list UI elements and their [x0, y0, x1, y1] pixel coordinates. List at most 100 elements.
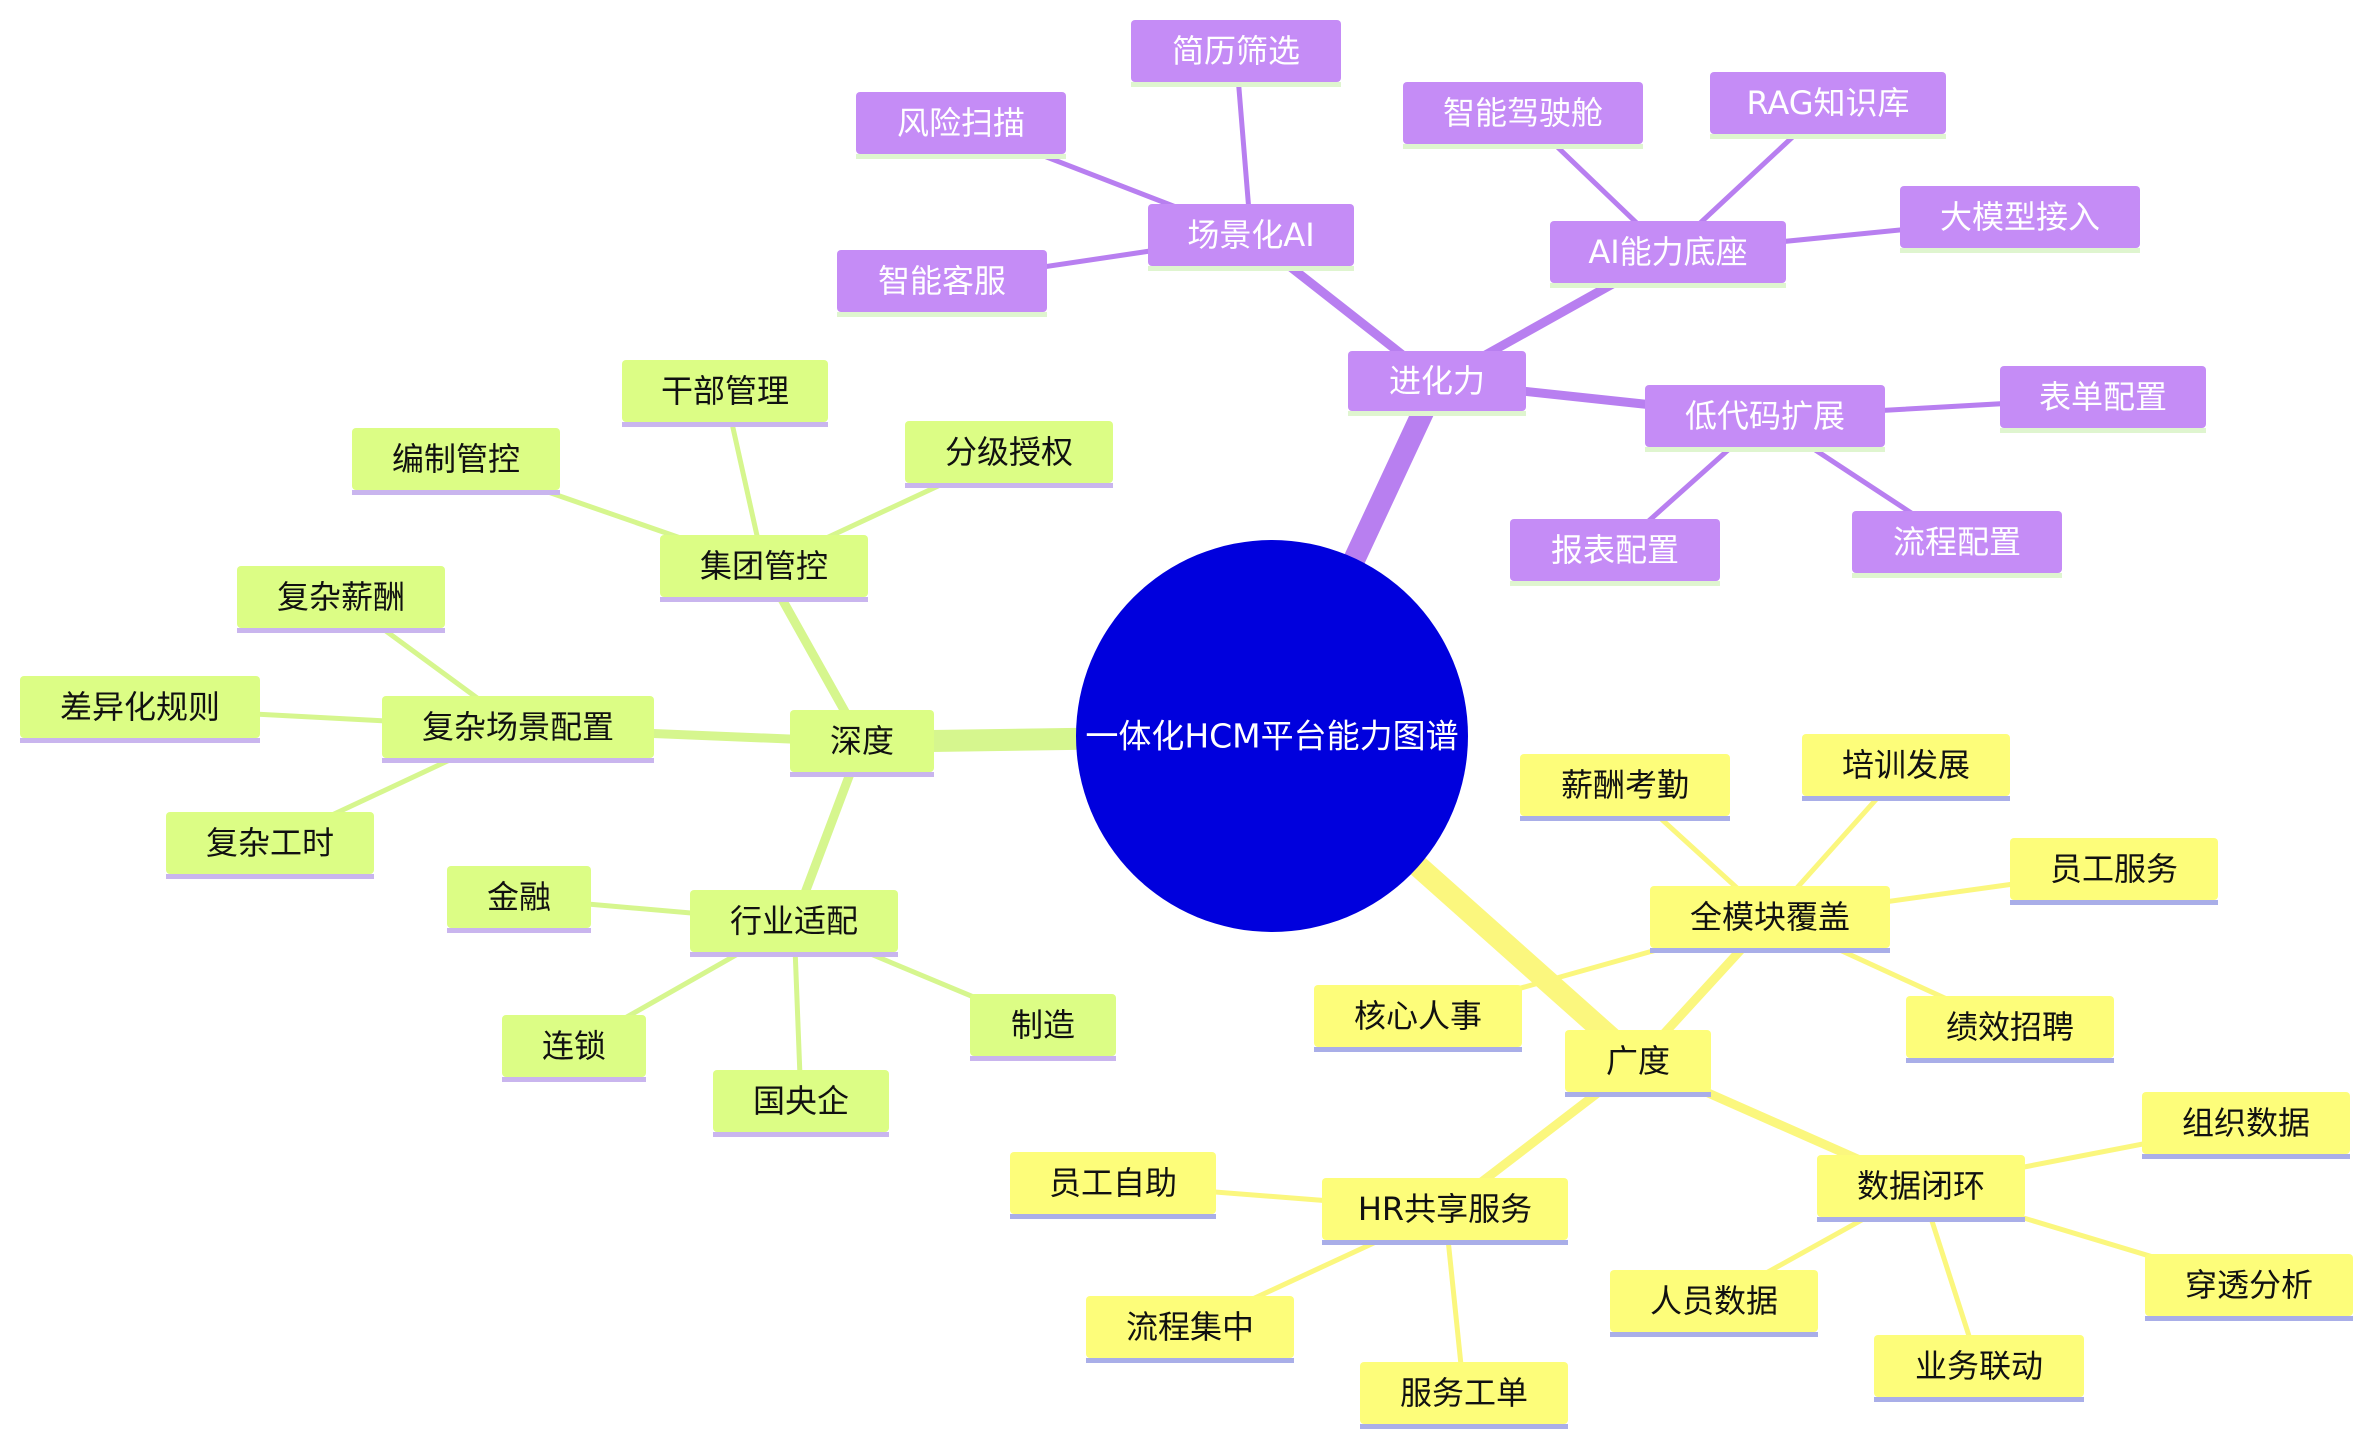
- leaf-breadth-data-0-underline: [2142, 1154, 2350, 1159]
- leaf-evolution-scene_ai-1[interactable]: 风险扫描: [856, 92, 1066, 159]
- branch-evolution-underline: [1348, 411, 1526, 416]
- center-label: 一体化HCM平台能力图谱: [1085, 717, 1458, 756]
- topic-depth-complex-underline: [382, 758, 654, 763]
- topic-evolution-lowcode[interactable]: 低代码扩展: [1645, 385, 1885, 452]
- leaf-depth-industry-0[interactable]: 金融: [447, 866, 591, 933]
- leaf-breadth-data-0[interactable]: 组织数据: [2142, 1092, 2350, 1159]
- branch-evolution[interactable]: 进化力: [1348, 351, 1526, 416]
- leaf-breadth-hrss-2-box: [1360, 1362, 1568, 1424]
- leaf-breadth-modules-1[interactable]: 培训发展: [1802, 734, 2010, 801]
- leaf-evolution-scene_ai-2-underline: [837, 312, 1047, 317]
- leaf-breadth-hrss-1-underline: [1086, 1358, 1294, 1363]
- topic-breadth-data[interactable]: 数据闭环: [1817, 1155, 2025, 1222]
- leaf-depth-complex-0-label: 复杂薪酬: [277, 578, 405, 616]
- leaf-breadth-data-3[interactable]: 人员数据: [1610, 1270, 1818, 1337]
- leaf-breadth-modules-0-underline: [1520, 816, 1730, 821]
- topic-evolution-scene_ai-box: [1148, 204, 1354, 266]
- leaf-evolution-ai_base-2-underline: [1900, 248, 2140, 253]
- leaf-evolution-scene_ai-2[interactable]: 智能客服: [837, 250, 1047, 317]
- leaf-depth-industry-1[interactable]: 连锁: [502, 1015, 646, 1082]
- leaf-depth-industry-2-box: [713, 1070, 889, 1132]
- leaf-evolution-ai_base-2[interactable]: 大模型接入: [1900, 186, 2140, 253]
- leaf-depth-group-2-label: 分级授权: [945, 433, 1073, 471]
- leaf-evolution-lowcode-1-label: 流程配置: [1893, 523, 2021, 561]
- topic-evolution-ai_base-box: [1550, 221, 1786, 283]
- leaf-evolution-scene_ai-0-underline: [1131, 82, 1341, 87]
- leaf-breadth-modules-4[interactable]: 核心人事: [1314, 985, 1522, 1052]
- leaf-depth-industry-2[interactable]: 国央企: [713, 1070, 889, 1137]
- leaf-depth-group-0[interactable]: 干部管理: [622, 360, 828, 427]
- leaf-evolution-ai_base-1[interactable]: RAG知识库: [1710, 72, 1946, 139]
- leaf-evolution-ai_base-0-box: [1403, 82, 1643, 144]
- leaf-breadth-modules-3[interactable]: 绩效招聘: [1906, 996, 2114, 1063]
- leaf-breadth-modules-2-underline: [2010, 900, 2218, 905]
- topic-evolution-scene_ai-label: 场景化AI: [1187, 216, 1314, 254]
- leaf-breadth-modules-0-box: [1520, 754, 1730, 816]
- branch-depth[interactable]: 深度: [790, 710, 934, 777]
- leaf-evolution-lowcode-0[interactable]: 表单配置: [2000, 366, 2206, 433]
- leaf-evolution-ai_base-0[interactable]: 智能驾驶舱: [1403, 82, 1643, 149]
- topic-breadth-modules-label: 全模块覆盖: [1690, 898, 1850, 936]
- leaf-evolution-scene_ai-1-underline: [856, 154, 1066, 159]
- center-node[interactable]: 一体化HCM平台能力图谱: [1076, 540, 1468, 932]
- leaf-depth-complex-1-underline: [20, 738, 260, 743]
- leaf-breadth-modules-4-box: [1314, 985, 1522, 1047]
- topic-breadth-hrss[interactable]: HR共享服务: [1322, 1178, 1568, 1245]
- topic-evolution-ai_base[interactable]: AI能力底座: [1550, 221, 1786, 288]
- leaf-depth-industry-0-box: [447, 866, 591, 928]
- topic-depth-industry-underline: [690, 952, 898, 957]
- leaf-evolution-lowcode-1[interactable]: 流程配置: [1852, 511, 2062, 578]
- leaf-depth-complex-1[interactable]: 差异化规则: [20, 676, 260, 743]
- leaf-depth-group-2-underline: [905, 483, 1113, 488]
- leaf-breadth-data-3-underline: [1610, 1332, 1818, 1337]
- leaf-breadth-hrss-0[interactable]: 员工自助: [1010, 1152, 1216, 1219]
- leaf-breadth-modules-2-box: [2010, 838, 2218, 900]
- center-circle: [1076, 540, 1468, 932]
- topic-depth-complex[interactable]: 复杂场景配置: [382, 696, 654, 763]
- leaf-depth-group-1[interactable]: 编制管控: [352, 428, 560, 495]
- leaf-depth-group-2-box: [905, 421, 1113, 483]
- leaf-breadth-data-2[interactable]: 业务联动: [1874, 1335, 2084, 1402]
- leaf-evolution-scene_ai-0-box: [1131, 20, 1341, 82]
- leaf-depth-industry-1-label: 连锁: [542, 1027, 606, 1065]
- topic-depth-group-box: [660, 535, 868, 597]
- leaf-depth-industry-2-label: 国央企: [753, 1082, 849, 1120]
- topic-breadth-modules[interactable]: 全模块覆盖: [1650, 886, 1890, 953]
- leaf-evolution-lowcode-2[interactable]: 报表配置: [1510, 519, 1720, 586]
- leaf-depth-group-2[interactable]: 分级授权: [905, 421, 1113, 488]
- topic-evolution-scene_ai[interactable]: 场景化AI: [1148, 204, 1354, 271]
- leaf-evolution-scene_ai-0[interactable]: 简历筛选: [1131, 20, 1341, 87]
- leaf-breadth-modules-3-underline: [1906, 1058, 2114, 1063]
- leaf-breadth-modules-1-label: 培训发展: [1842, 746, 1970, 784]
- leaf-breadth-modules-2-label: 员工服务: [2050, 850, 2178, 888]
- leaf-depth-group-1-underline: [352, 490, 560, 495]
- leaf-depth-complex-2[interactable]: 复杂工时: [166, 812, 374, 879]
- topic-depth-group[interactable]: 集团管控: [660, 535, 868, 602]
- leaf-breadth-data-3-box: [1610, 1270, 1818, 1332]
- branch-breadth-box: [1565, 1030, 1711, 1092]
- leaf-breadth-modules-0[interactable]: 薪酬考勤: [1520, 754, 1730, 821]
- branch-breadth[interactable]: 广度: [1565, 1030, 1711, 1097]
- topic-depth-industry[interactable]: 行业适配: [690, 890, 898, 957]
- leaf-breadth-modules-2[interactable]: 员工服务: [2010, 838, 2218, 905]
- leaf-depth-complex-1-box: [20, 676, 260, 738]
- topic-breadth-data-label: 数据闭环: [1857, 1167, 1985, 1205]
- leaf-depth-industry-3[interactable]: 制造: [970, 994, 1116, 1061]
- topic-breadth-data-box: [1817, 1155, 2025, 1217]
- leaf-evolution-lowcode-0-label: 表单配置: [2039, 378, 2167, 416]
- topic-depth-industry-box: [690, 890, 898, 952]
- leaf-breadth-data-0-label: 组织数据: [2182, 1104, 2310, 1142]
- leaf-evolution-ai_base-2-box: [1900, 186, 2140, 248]
- leaf-breadth-hrss-1-label: 流程集中: [1126, 1308, 1254, 1346]
- leaf-evolution-lowcode-2-underline: [1510, 581, 1720, 586]
- leaf-depth-complex-0[interactable]: 复杂薪酬: [237, 566, 445, 633]
- leaf-evolution-ai_base-0-underline: [1403, 144, 1643, 149]
- leaf-depth-industry-1-underline: [502, 1077, 646, 1082]
- leaf-evolution-scene_ai-2-box: [837, 250, 1047, 312]
- leaf-breadth-data-1[interactable]: 穿透分析: [2145, 1254, 2353, 1321]
- leaf-breadth-hrss-1[interactable]: 流程集中: [1086, 1296, 1294, 1363]
- branch-depth-underline: [790, 772, 934, 777]
- leaf-depth-industry-0-label: 金融: [487, 878, 551, 916]
- leaf-breadth-hrss-2[interactable]: 服务工单: [1360, 1362, 1568, 1429]
